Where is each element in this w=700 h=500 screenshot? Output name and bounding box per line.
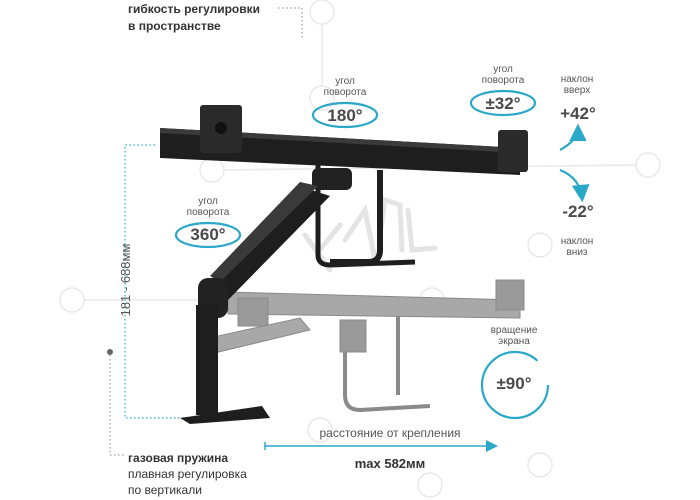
header-line-1: гибкость регулировки: [128, 2, 261, 16]
screen-rotation-label-2: экрана: [498, 336, 530, 347]
rotation-arcs: [174, 89, 590, 420]
header-line-2: в пространстве: [128, 19, 221, 33]
rotation-right-label-1: угол: [493, 64, 513, 75]
spring-line-2: плавная регулировка: [128, 467, 247, 481]
distance-arrow: [264, 440, 498, 452]
rotation-right-value: ±32°: [485, 94, 521, 113]
screen-rotation-circle: [480, 350, 550, 420]
rotation-left-label-2: поворота: [186, 207, 230, 218]
header-leader: [278, 7, 303, 40]
rotation-32-arc: [469, 89, 537, 117]
rotation-left-label-1: угол: [198, 196, 218, 207]
tilt-up-label-1: наклон: [560, 74, 594, 85]
tilt-down-arc: [559, 168, 590, 203]
height-range: 181 - 688мм: [118, 243, 133, 317]
tilt-down-value: -22°: [562, 202, 594, 221]
height-bracket: [124, 144, 185, 419]
spring-leader: [109, 355, 125, 456]
tilt-down-label-2: вниз: [566, 247, 588, 258]
rotation-360-arc: [174, 221, 242, 249]
monitor-arm: [160, 105, 528, 424]
rotation-180-arc: [311, 101, 379, 129]
ghost-arm: [199, 279, 525, 413]
rotation-top-value: 180°: [327, 106, 363, 125]
screen-rotation-value: ±90°: [496, 374, 532, 393]
tilt-up-label-2: вверх: [563, 85, 591, 96]
spring-line-1: газовая пружина: [128, 451, 229, 465]
spring-line-3: по вертикали: [128, 483, 202, 497]
tilt-up-arc: [559, 123, 587, 151]
distance-label: расстояние от крепления: [319, 426, 461, 440]
rotation-top-label-1: угол: [335, 76, 355, 87]
rotation-top-label-2: поворота: [323, 87, 367, 98]
screen-rotation-label-1: вращение: [490, 325, 538, 336]
rotation-right-label-2: поворота: [481, 75, 525, 86]
tilt-down-label-1: наклон: [560, 236, 594, 247]
tilt-up-value: +42°: [560, 104, 596, 123]
distance-value: max 582мм: [354, 456, 426, 471]
spring-leader-dot: [107, 349, 113, 355]
rotation-left-value: 360°: [190, 225, 226, 244]
